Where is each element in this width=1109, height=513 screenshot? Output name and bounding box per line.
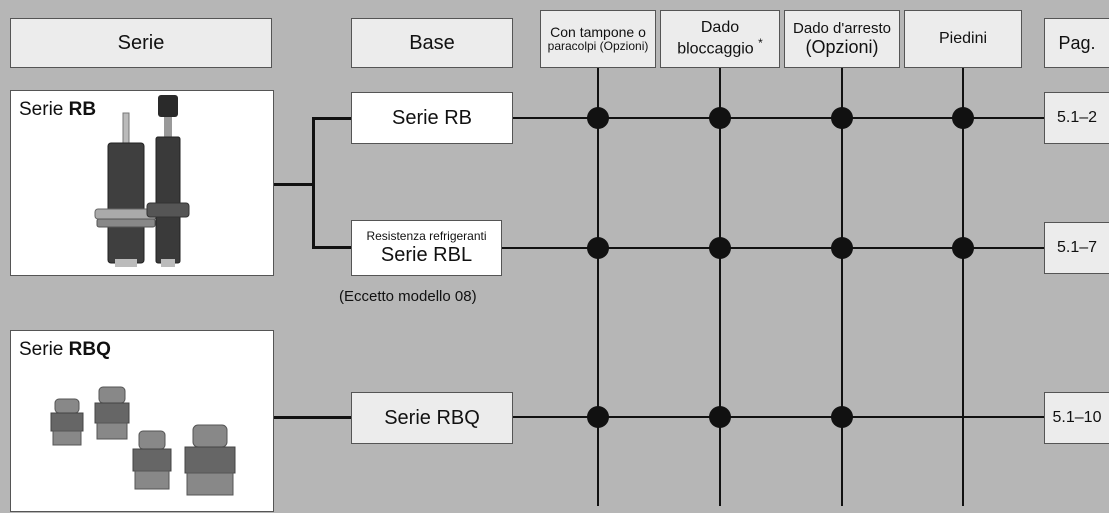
header-piedini: Piedini xyxy=(904,10,1022,68)
column-line-dado-arresto xyxy=(841,68,843,506)
dot-rb-tampone xyxy=(587,107,609,129)
dot-rbq-dado-bloccaggio xyxy=(709,406,731,428)
series-rbq-label: Serie RBQ xyxy=(19,339,111,360)
row-line-rbl xyxy=(502,247,1044,249)
series-rbq-box: Serie RBQ xyxy=(10,330,274,512)
dot-rbq-tampone xyxy=(587,406,609,428)
column-line-dado-bloccaggio xyxy=(719,68,721,506)
page-ref-rb[interactable]: 5.1–2 xyxy=(1044,92,1109,144)
rb-connector-top xyxy=(312,117,352,120)
row-line-rb xyxy=(513,117,1044,119)
dot-rb-dado-bloccaggio xyxy=(709,107,731,129)
row-line-rbq xyxy=(513,416,1044,418)
rbq-connector xyxy=(274,416,352,419)
dot-rbl-piedini xyxy=(952,237,974,259)
base-serie-rb: Serie RB xyxy=(351,92,513,144)
dot-rbl-dado-bloccaggio xyxy=(709,237,731,259)
dot-rbq-dado-arresto xyxy=(831,406,853,428)
dot-rb-dado-arresto xyxy=(831,107,853,129)
page-ref-rbl[interactable]: 5.1–7 xyxy=(1044,222,1109,274)
rbl-note: (Eccetto modello 08) xyxy=(339,288,477,305)
header-dado-arresto: Dado d'arresto (Opzioni) xyxy=(784,10,900,68)
base-serie-rbq: Serie RBQ xyxy=(351,392,513,444)
dot-rbl-dado-arresto xyxy=(831,237,853,259)
header-pag: Pag. xyxy=(1044,18,1109,68)
page-ref-rbq[interactable]: 5.1–10 xyxy=(1044,392,1109,444)
rb-connector-stub xyxy=(274,183,314,186)
column-line-tampone xyxy=(597,68,599,506)
header-serie: Serie xyxy=(10,18,272,68)
header-base: Base xyxy=(351,18,513,68)
base-serie-rbl: Resistenza refrigeranti Serie RBL xyxy=(351,220,502,276)
rbq-shock-absorber-image xyxy=(50,386,236,496)
rb-connector-bottom xyxy=(312,246,352,249)
series-rb-box: Serie RB xyxy=(10,90,274,276)
header-tampone: Con tampone o paracolpi (Opzioni) xyxy=(540,10,656,68)
dado-bloccaggio-line2: bloccaggio * xyxy=(677,36,763,58)
dot-rbl-tampone xyxy=(587,237,609,259)
column-line-piedini xyxy=(962,68,964,506)
series-rb-label: Serie RB xyxy=(19,99,97,120)
rb-connector-vertical xyxy=(312,117,315,249)
dot-rb-piedini xyxy=(952,107,974,129)
header-dado-bloccaggio: Dado bloccaggio * xyxy=(660,10,780,68)
rb-shock-absorber-image xyxy=(94,95,190,267)
